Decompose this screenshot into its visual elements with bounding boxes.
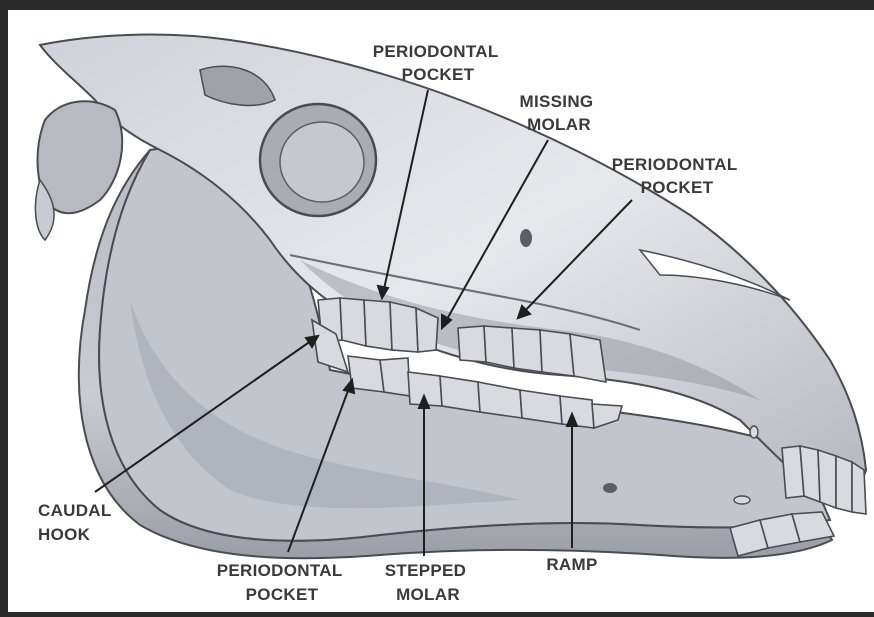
canine-tooth	[734, 496, 750, 504]
mental-foramen	[603, 483, 617, 493]
label-ramp: RAMP	[546, 555, 597, 574]
canine-tooth-upper	[750, 426, 758, 438]
infraorbital-foramen	[520, 229, 532, 247]
orbit-inner	[280, 122, 364, 202]
